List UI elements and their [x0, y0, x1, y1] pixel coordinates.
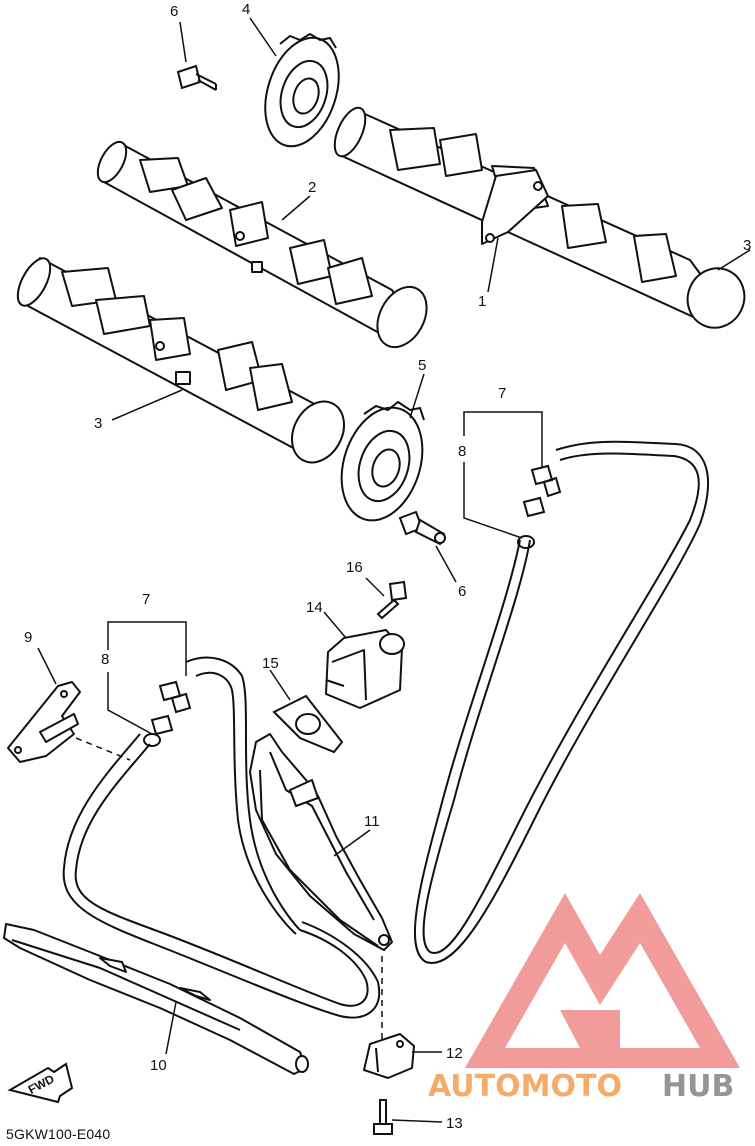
bolt-13: [373, 1099, 393, 1135]
callout-15: 15: [262, 655, 279, 672]
cam-sprocket-4: [264, 32, 340, 148]
watermark-g-shape: [560, 1010, 620, 1048]
camshaft-2: [96, 140, 428, 349]
callout-11: 11: [364, 813, 380, 830]
callout-1: 1: [478, 293, 486, 310]
leader-lines: [37, 17, 751, 1123]
callout-13: 13: [446, 1115, 463, 1132]
chain-guide-bracket-9: [7, 681, 81, 763]
callout-12: 12: [446, 1045, 463, 1062]
chain-guide-11: [249, 733, 393, 951]
chain-guide-10: [3, 923, 309, 1075]
callout-5: 5: [418, 357, 426, 374]
chain-tensioner-14: [325, 629, 405, 709]
callout-16: 16: [346, 559, 363, 576]
callout-9: 9: [24, 629, 32, 646]
watermark-wordmark: AUTOMOTO HUB: [428, 1069, 734, 1104]
callout-6-top: 6: [170, 3, 178, 20]
callout-3-left: 3: [94, 415, 102, 432]
callout-6-middle: 6: [458, 583, 466, 600]
automotohub-watermark: [465, 893, 740, 1068]
cam-chain-left: [62, 656, 381, 1019]
callout-8-right: 8: [458, 443, 466, 460]
fwd-direction-arrow: FWD: [7, 1062, 74, 1104]
callout-2: 2: [308, 179, 316, 196]
bolt-6-middle: [398, 510, 446, 546]
callout-10: 10: [150, 1057, 167, 1074]
callout-8-left: 8: [101, 651, 109, 668]
bolt-6-top: [176, 64, 217, 91]
callout-7-right: 7: [498, 385, 506, 402]
callout-7-left: 7: [142, 591, 150, 608]
watermark-triangle-cutout: [505, 943, 700, 1048]
watermark-text-gray: HUB: [662, 1069, 734, 1104]
callout-4: 4: [242, 1, 250, 18]
cam-chain-right: [413, 440, 709, 964]
camshaft-3-right: [333, 106, 746, 329]
camshaft-3-left: [16, 257, 345, 464]
callout-3-right: 3: [743, 237, 751, 254]
callout-numbers: 6 4 2 3 1 3 5 7 8 6 16 14 7 8 9 15 11 10…: [24, 1, 751, 1132]
cam-sprocket-5: [340, 400, 425, 522]
chain-guide-stopper-12: [363, 1033, 415, 1079]
watermark-text-orange: AUTOMOTO: [428, 1069, 622, 1104]
diagram-reference-code: 5GKW100-E040: [6, 1126, 111, 1142]
bolt-16: [376, 580, 408, 620]
callout-14: 14: [306, 599, 323, 616]
tensioner-gasket-15: [272, 694, 344, 754]
